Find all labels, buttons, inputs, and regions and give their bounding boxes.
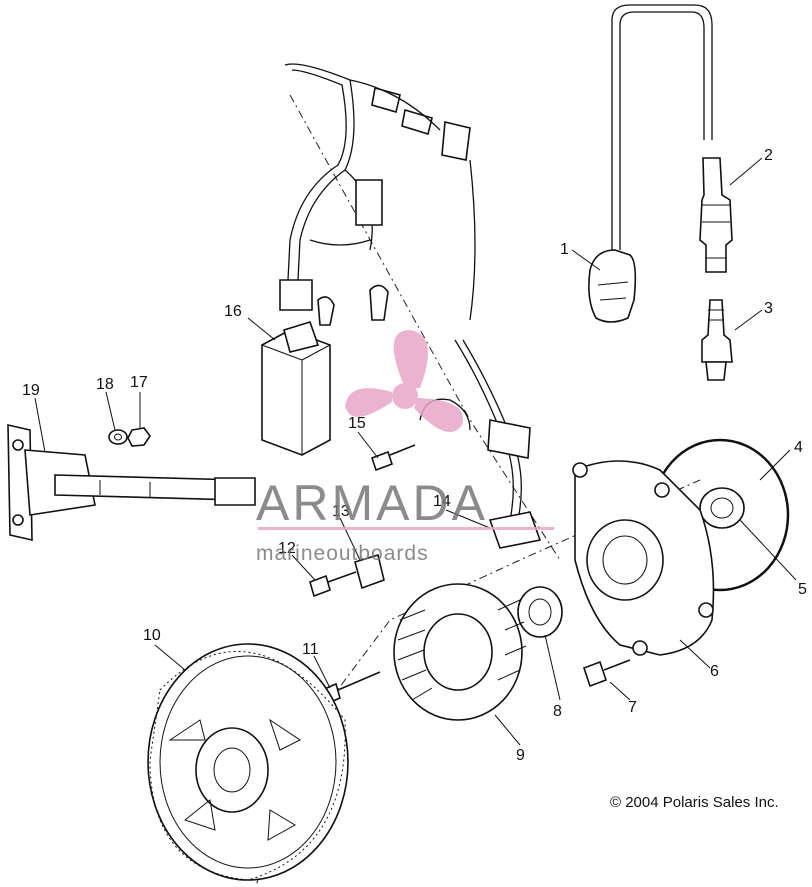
callout-13: 13 (332, 503, 350, 520)
callout-numbers: 1 2 3 4 5 6 7 8 9 10 11 12 13 14 15 16 1… (22, 147, 807, 764)
propeller-logo-icon (345, 330, 464, 433)
callout-15: 15 (348, 415, 366, 432)
ignition-coil (588, 130, 637, 323)
callout-4: 4 (794, 439, 803, 456)
leader-lines (34, 157, 797, 746)
callout-12: 12 (278, 540, 296, 557)
oil-seal-5 (699, 487, 745, 529)
callout-19: 19 (22, 382, 40, 399)
screw-12 (309, 571, 357, 598)
cdi-box (261, 321, 331, 456)
callout-1: 1 (560, 241, 569, 258)
callout-16: 16 (224, 303, 242, 320)
bolt-7 (582, 659, 631, 688)
callout-2: 2 (764, 147, 773, 164)
callout-5: 5 (798, 581, 807, 598)
spark-plug-cap (699, 157, 733, 273)
armada-watermark: ARMADA marineoutboards (256, 330, 554, 565)
callout-9: 9 (516, 747, 525, 764)
spark-plug (701, 299, 733, 381)
screw-15 (370, 444, 416, 472)
watermark-brand: ARMADA (256, 475, 488, 531)
watermark-underline (258, 527, 554, 530)
nut-and-washer (108, 427, 151, 447)
watermark-tagline: marineoutboards (256, 542, 429, 565)
callout-3: 3 (764, 300, 773, 317)
callout-7: 7 (628, 699, 637, 716)
callout-8: 8 (553, 703, 562, 720)
callout-6: 6 (710, 663, 719, 680)
spark-plug-wire (611, 4, 713, 140)
copyright-notice: © 2004 Polaris Sales Inc. (610, 794, 779, 811)
flywheel (147, 643, 349, 881)
callout-18: 18 (96, 376, 114, 393)
wire-clamp (354, 553, 385, 590)
callout-11: 11 (302, 641, 319, 658)
seal-8 (517, 586, 563, 638)
callout-14: 14 (433, 493, 451, 510)
callout-17: 17 (130, 374, 148, 391)
stator (393, 583, 527, 721)
callout-10: 10 (143, 627, 161, 644)
stop-switch-assembly (7, 423, 256, 542)
stator-housing (572, 460, 715, 656)
wiring-harness (279, 63, 531, 521)
